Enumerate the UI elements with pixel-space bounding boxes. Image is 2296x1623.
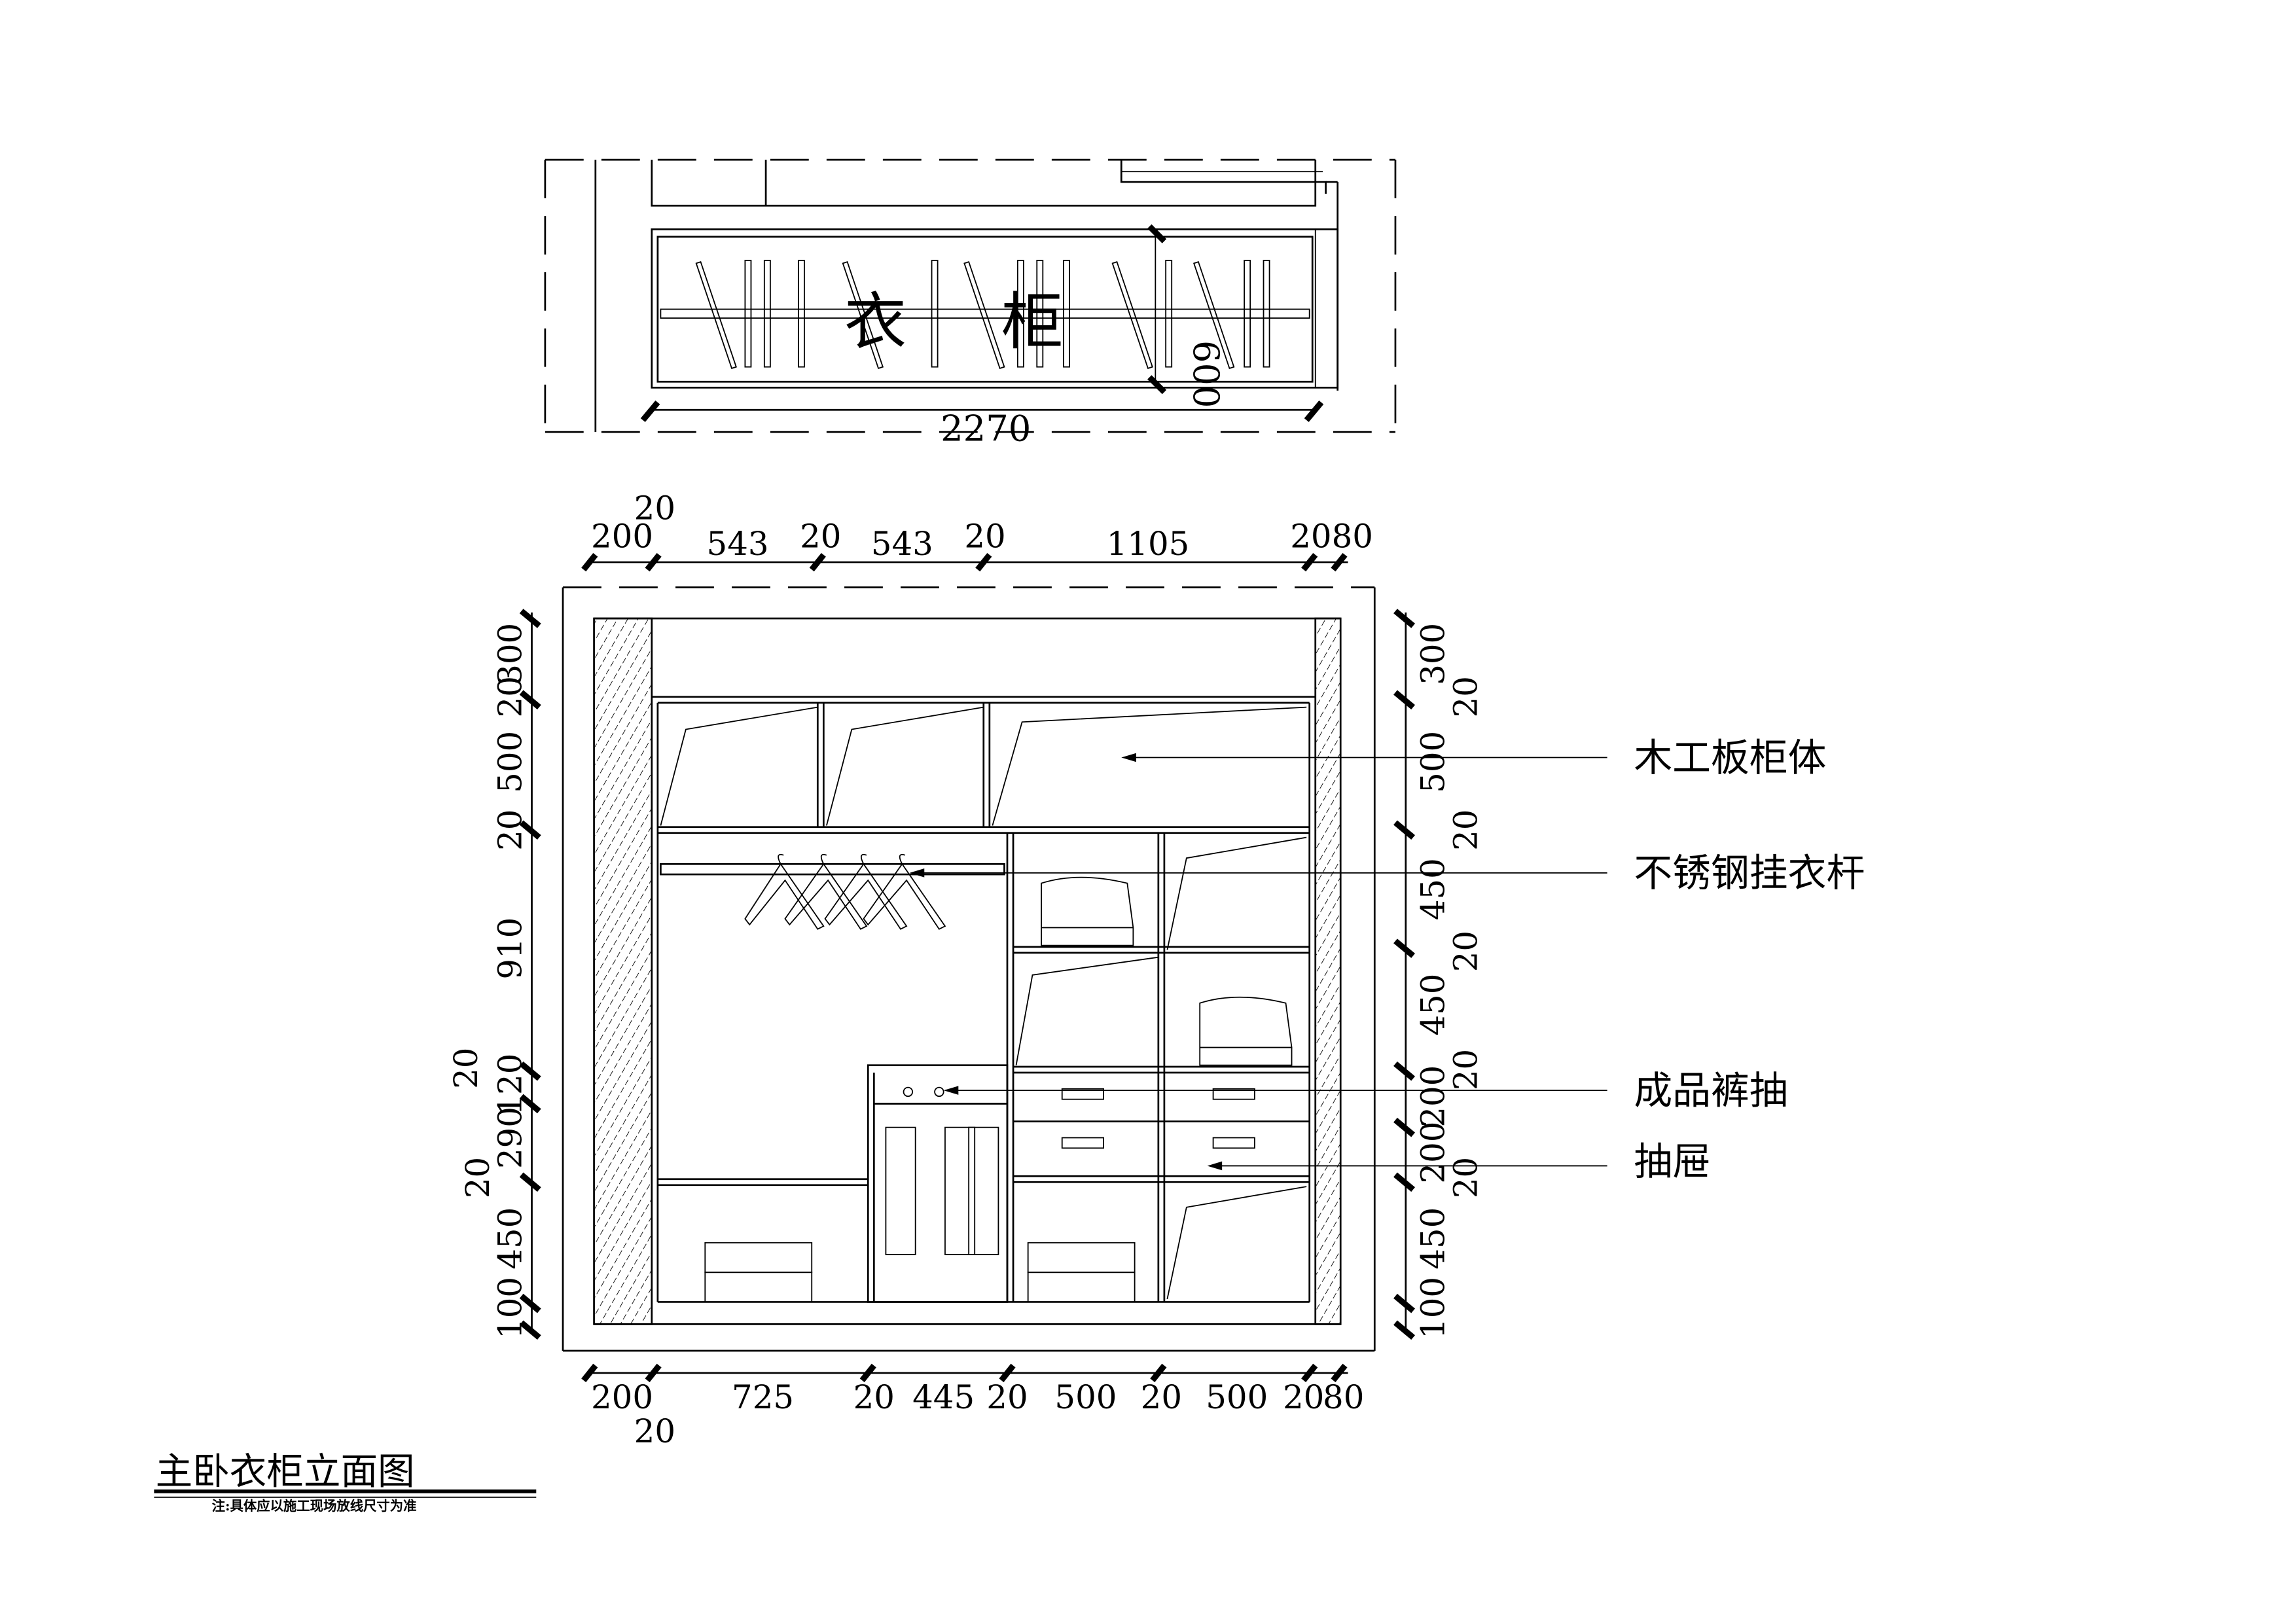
plan-view: 衣 柜 600 2270 (544, 158, 1397, 450)
left-dim: 120 (492, 1054, 529, 1116)
left-wall-hatch (593, 617, 653, 1325)
bottom-dim: 500 (1054, 1378, 1117, 1416)
left-dim: 100 (492, 1277, 529, 1339)
drawer-handle (1212, 1137, 1255, 1149)
top-dim: 20 (1290, 517, 1331, 555)
right-dim: 200 (1414, 1065, 1452, 1128)
right-dim: 20 (1446, 931, 1484, 972)
plan-dashed-border (544, 158, 1397, 433)
title-block: 主卧衣柜立面图 注:具体应以施工现场放线尺寸为准 (154, 1451, 537, 1514)
drawer-handle (1212, 1088, 1255, 1100)
callout-hanging-rod: 不锈钢挂衣杆 (909, 850, 1865, 895)
bottom-dim: 20 (634, 1412, 675, 1450)
folded-clothes (1041, 876, 1293, 1066)
right-dim: 450 (1414, 974, 1452, 1036)
hanging-trousers (885, 1086, 999, 1255)
top-dim: 80 (1332, 517, 1373, 555)
bottom-dim: 445 (912, 1378, 975, 1416)
top-dim: 20 (634, 490, 675, 527)
bottom-dim: 20 (853, 1378, 895, 1416)
left-dim: 20 (492, 810, 529, 851)
bottom-dim: 200 (591, 1378, 653, 1416)
right-dim: 20 (1446, 1049, 1484, 1090)
drawer-handle (1061, 1137, 1105, 1149)
left-dim: 20 (459, 1157, 497, 1198)
plan-depth-value: 600 (1185, 340, 1227, 408)
bottom-dim: 20 (1141, 1378, 1182, 1416)
hanging-rod (660, 863, 1005, 876)
right-dim: 20 (1446, 676, 1484, 717)
drawer-handle (1061, 1088, 1105, 1100)
plan-width-value: 2270 (941, 408, 1031, 450)
right-dim: 450 (1414, 1207, 1452, 1270)
left-dim: 300 (492, 623, 529, 685)
callout-label: 抽屉 (1634, 1139, 1711, 1184)
right-dim: 100 (1414, 1277, 1452, 1339)
left-dim: 20 (447, 1048, 485, 1089)
right-dim: 20 (1446, 1157, 1484, 1198)
top-dim: 543 (871, 525, 933, 563)
plan-hanger-strips (695, 259, 1270, 370)
top-dimension-line: 200 20 543 20 543 20 1105 20 80 (581, 490, 1373, 572)
callout-pants-rack: 成品裤抽 (943, 1068, 1788, 1113)
drawing-note: 注:具体应以施工现场放线尺寸为准 (212, 1498, 417, 1514)
elevation-view: 200 20 543 20 543 20 1105 20 80 200 20 7… (447, 490, 1865, 1451)
right-dim: 20 (1446, 810, 1484, 851)
bottom-dim: 725 (732, 1378, 794, 1416)
top-dim: 1105 (1107, 525, 1190, 563)
left-dim: 20 (492, 676, 529, 717)
bottom-dimension-line: 200 20 725 20 445 20 500 20 500 20 80 (581, 1363, 1364, 1450)
cabinet-carcass (651, 696, 1316, 1303)
plan-wardrobe-body (651, 228, 1339, 389)
plan-width-dimension: 2270 (640, 401, 1324, 450)
right-dim: 500 (1414, 731, 1452, 793)
right-dim: 450 (1414, 858, 1452, 920)
callout-cabinet-body: 木工板柜体 (1121, 735, 1827, 780)
right-dimension-line: 300 20 500 20 450 20 450 20 200 200 20 4… (1393, 609, 1484, 1340)
callout-label: 成品裤抽 (1634, 1068, 1787, 1113)
left-dim: 290 (492, 1107, 529, 1169)
left-dim: 910 (492, 918, 529, 980)
top-dim: 543 (707, 525, 769, 563)
bottom-dim: 20 (986, 1378, 1028, 1416)
bottom-dim: 80 (1323, 1378, 1364, 1416)
plan-room-label-2: 柜 (1001, 287, 1064, 359)
right-wall-hatch (1314, 617, 1342, 1325)
right-dim: 200 (1414, 1122, 1452, 1184)
left-dimension-line: 300 20 500 20 910 20 120 290 20 450 100 (447, 609, 541, 1340)
right-dim: 300 (1414, 623, 1452, 685)
left-dim: 500 (492, 731, 529, 793)
callout-label: 不锈钢挂衣杆 (1634, 850, 1865, 895)
bottom-dim: 20 (1283, 1378, 1324, 1416)
top-dim: 20 (800, 517, 841, 555)
drawing-title: 主卧衣柜立面图 (156, 1451, 415, 1493)
elevation-frame (562, 586, 1376, 1352)
bottom-dim: 500 (1206, 1378, 1268, 1416)
top-dim: 200 (591, 517, 653, 555)
plan-room-label-1: 衣 (844, 287, 906, 359)
drawers (1061, 1088, 1255, 1149)
callout-drawer: 抽屉 (1207, 1139, 1711, 1184)
callout-label: 木工板柜体 (1634, 735, 1826, 780)
left-dim: 450 (492, 1207, 529, 1270)
plan-top-counter (651, 160, 1339, 391)
storage-boxes (704, 1242, 1136, 1303)
top-dim: 20 (964, 517, 1005, 555)
plan-depth-dimension: 600 (1147, 224, 1227, 408)
coat-hangers (744, 853, 946, 930)
